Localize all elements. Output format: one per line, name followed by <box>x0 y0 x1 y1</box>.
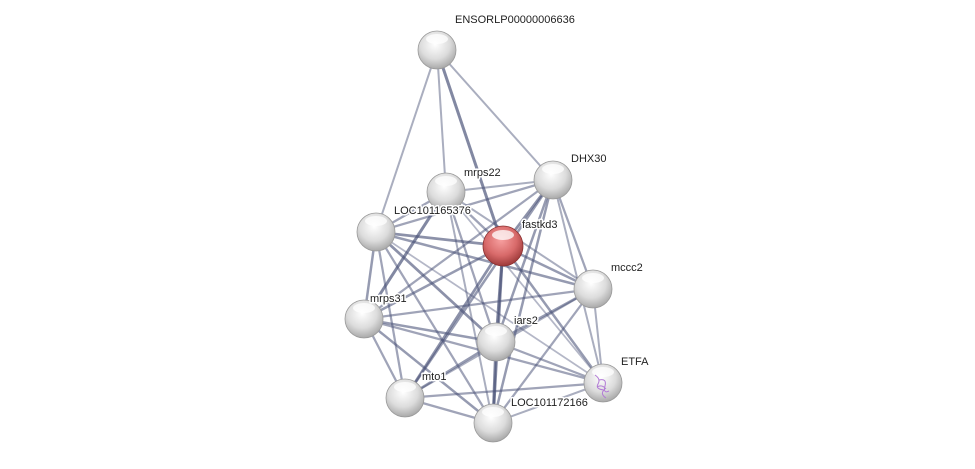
edge-LOC101165376-ETFA[interactable] <box>375 231 604 384</box>
edge-LOC101165376-fastkd3[interactable] <box>375 230 504 248</box>
node-label: LOC101165376 <box>394 205 471 217</box>
edge-DHX30-LOC101172166[interactable] <box>491 179 555 424</box>
node-mto1[interactable]: mto1 <box>385 370 448 418</box>
node-ENSORLP00000006636[interactable]: ENSORLP00000006636 <box>417 13 576 70</box>
node-iars2[interactable]: iars2 <box>476 314 539 362</box>
edge-mrps22-LOC101172166[interactable] <box>445 191 494 424</box>
edge-mrps22-ETFA[interactable] <box>445 191 604 384</box>
edge-ETFA-mto1[interactable] <box>404 381 604 400</box>
node-label: mrps31 <box>370 293 407 305</box>
edge-LOC101165376-mccc2[interactable] <box>375 230 594 291</box>
node-label: fastkd3 <box>522 219 557 231</box>
node-label: ENSORLP00000006636 <box>455 14 575 26</box>
edge-mccc2-LOC101172166[interactable] <box>492 288 594 424</box>
edge-fastkd3-mrps31[interactable] <box>363 244 504 321</box>
node-label: DHX30 <box>571 153 606 165</box>
node-highlight <box>592 367 614 377</box>
node-highlight <box>365 216 387 226</box>
node-DHX30[interactable]: DHX30 <box>533 152 608 200</box>
edge-ETFA-LOC101172166[interactable] <box>492 382 604 424</box>
node-highlight <box>435 176 457 186</box>
node-highlight <box>482 407 504 417</box>
node-mrps31[interactable]: mrps31 <box>344 292 408 339</box>
node-highlight <box>542 164 564 174</box>
protein-structure-icon <box>594 374 610 399</box>
edge-mrps31-LOC101172166[interactable] <box>363 318 494 424</box>
node-label: mto1 <box>422 371 446 383</box>
edge-mrps31-iars2[interactable] <box>363 317 497 344</box>
node-highlight <box>492 230 514 240</box>
edge-ENSORLP00000006636-DHX30[interactable] <box>436 49 554 181</box>
node-ETFA[interactable]: ETFA <box>583 355 651 403</box>
edge-LOC101165376-LOC101172166[interactable] <box>375 231 494 424</box>
node-label: ETFA <box>621 356 649 368</box>
node-label: iars2 <box>514 315 538 327</box>
edge-fastkd3-mto1[interactable] <box>403 245 505 399</box>
node-label: LOC101172166 <box>511 397 588 409</box>
edge-DHX30-LOC101165376[interactable] <box>375 178 554 234</box>
edge-mccc2-mrps31[interactable] <box>363 287 594 321</box>
edge-ENSORLP00000006636-mrps22[interactable] <box>436 49 447 193</box>
node-LOC101165376[interactable]: LOC101165376 <box>356 204 472 252</box>
node-mrps22[interactable]: mrps22 <box>426 166 502 212</box>
node-highlight <box>353 303 375 313</box>
node-label: mrps22 <box>464 167 501 179</box>
edge-mrps22-mrps31[interactable] <box>362 191 448 320</box>
node-highlight <box>394 382 416 392</box>
edge-DHX30-iars2[interactable] <box>494 179 555 343</box>
edge-DHX30-mrps31[interactable] <box>363 179 554 320</box>
node-label: mccc2 <box>611 262 643 274</box>
edge-mrps22-iars2[interactable] <box>444 191 498 343</box>
node-highlight <box>426 34 448 44</box>
edge-ENSORLP00000006636-LOC101165376[interactable] <box>375 49 438 233</box>
edge-ENSORLP00000006636-fastkd3[interactable] <box>435 49 505 247</box>
node-highlight <box>582 273 604 283</box>
node-highlight <box>485 326 507 336</box>
node-fastkd3[interactable]: fastkd3 <box>482 218 559 267</box>
node-LOC101172166[interactable]: LOC101172166 <box>473 396 589 443</box>
edge-fastkd3-ETFA[interactable] <box>501 245 605 384</box>
node-mccc2[interactable]: mccc2 <box>573 261 644 309</box>
edge-LOC101165376-iars2[interactable] <box>375 230 497 344</box>
